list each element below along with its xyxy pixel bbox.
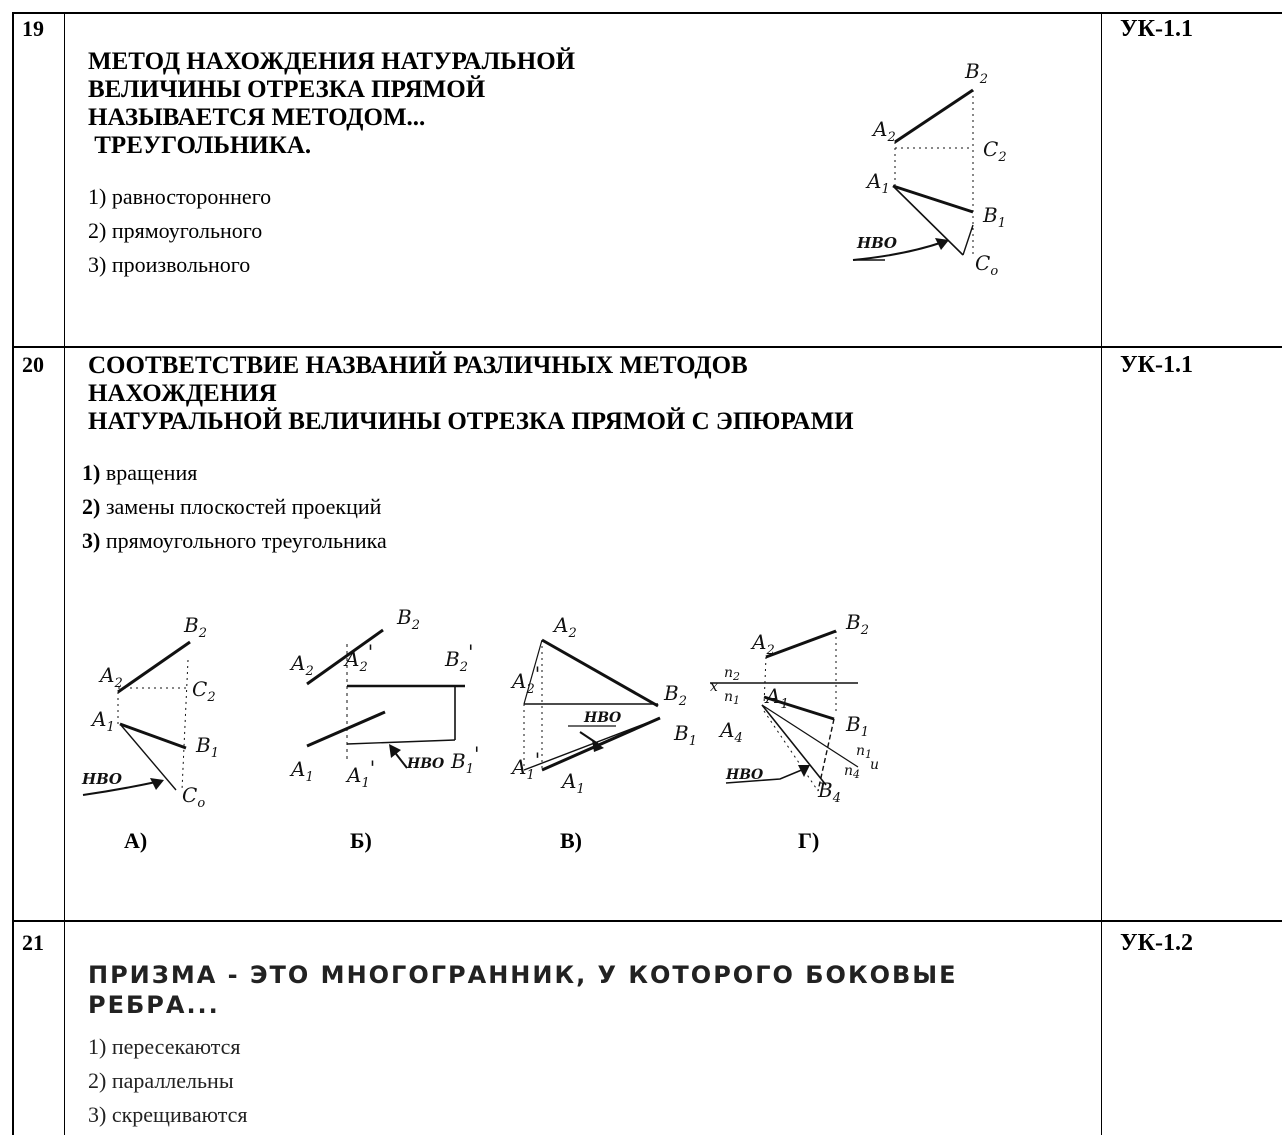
answer-option: 1) пересекаются [88, 1034, 241, 1059]
svg-text:B1: B1 [673, 721, 697, 749]
question-line: СООТВЕТСТВИЕ НАЗВАНИЙ РАЗЛИЧНЫХ МЕТОДОВ [88, 352, 748, 379]
svg-text:B2: B2 [964, 59, 988, 87]
question-number: 19 [22, 16, 44, 41]
diagram-b-plane-replacement: B2 A2 A2' B2' A1 A1' НВО B1' [289, 605, 479, 791]
competence-code: УК-1.1 [1120, 352, 1194, 378]
svg-text:B1': B1' [450, 742, 479, 777]
diagram-caption: Г) [798, 828, 820, 853]
svg-text:A1: A1 [289, 757, 314, 785]
svg-text:B2': B2' [444, 640, 473, 675]
svg-text:C2: C2 [983, 137, 1007, 165]
table-col-divider-1 [64, 12, 65, 1135]
svg-text:A2: A2 [98, 663, 123, 691]
svg-text:НВО: НВО [856, 234, 897, 252]
right-triangle-method-diagram: B2 A2 C2 A1 B1 НВО Co [852, 59, 1007, 279]
svg-text:A1': A1' [510, 748, 540, 783]
question-line: НАХОЖДЕНИЯ [88, 380, 277, 407]
answer-options: 1) равностороннего 2) прямоугольного 3) … [88, 180, 271, 282]
svg-text:A2: A2 [750, 630, 775, 658]
svg-text:B2: B2 [183, 613, 207, 641]
svg-text:B2: B2 [396, 605, 420, 633]
table-row-divider-2 [12, 920, 1282, 922]
answer-option: 3) прямоугольного треугольника [82, 528, 387, 553]
svg-text:u: u [870, 757, 879, 773]
svg-text:НВО: НВО [406, 756, 445, 772]
answer-option: 2) замены плоскостей проекций [82, 494, 382, 519]
diagram-caption: Б) [350, 828, 372, 853]
diagram-a-right-triangle: B2 A2 C2 A1 B1 НВО Co [81, 613, 219, 810]
svg-text:B2: B2 [845, 610, 869, 638]
svg-text:x: x [710, 679, 718, 695]
svg-text:A2: A2 [289, 651, 314, 679]
question-line: МЕТОД НАХОЖДЕНИЯ НАТУРАЛЬНОЙ [88, 48, 576, 75]
answer-option: 3) произвольного [88, 252, 251, 277]
answer-options: 1) вращения 2) замены плоскостей проекци… [82, 456, 387, 558]
svg-text:B4: B4 [817, 778, 841, 806]
answer-options: 1) пересекаются 2) параллельны 3) скрещи… [88, 1030, 248, 1132]
svg-text:B2: B2 [663, 681, 687, 709]
diagram-caption: А) [124, 828, 148, 853]
svg-text:Co: Co [182, 783, 205, 810]
question-text: ПРИЗМА - ЭТО МНОГОГРАННИК, У КОТОРОГО БО… [88, 960, 958, 1020]
question-line: ТРЕУГОЛЬНИКА. [88, 132, 312, 159]
diagram-d-plane-replacement: A2 B2 x п2 п1 A1 A4 B1 п1 п4 u НВО B4 [710, 610, 879, 806]
svg-text:A1: A1 [90, 707, 115, 735]
question-number: 21 [22, 930, 44, 955]
svg-text:п4: п4 [844, 763, 860, 781]
question-line: РЕБРА... [88, 991, 220, 1019]
answer-option: 1) вращения [82, 460, 198, 485]
diagram-caption: В) [560, 828, 582, 853]
question-text: СООТВЕТСТВИЕ НАЗВАНИЙ РАЗЛИЧНЫХ МЕТОДОВ … [88, 352, 854, 436]
question-text: МЕТОД НАХОЖДЕНИЯ НАТУРАЛЬНОЙ ВЕЛИЧИНЫ ОТ… [88, 48, 575, 160]
svg-text:A4: A4 [718, 718, 743, 746]
svg-text:НВО: НВО [81, 770, 122, 788]
table-row-divider-1 [12, 346, 1282, 348]
table-border-left [12, 12, 14, 1135]
answer-option: 3) скрещиваются [88, 1102, 248, 1127]
competence-code: УК-1.1 [1120, 16, 1194, 42]
question-line: НАЗЫВАЕТСЯ МЕТОДОМ... [88, 104, 426, 131]
svg-text:НВО: НВО [725, 767, 764, 783]
svg-text:A1: A1 [865, 169, 890, 197]
diagram-c-rotation: A2 A2' B2 НВО B1 A1' A1 [510, 613, 697, 797]
table-col-divider-2 [1101, 12, 1102, 1135]
table-border-top [12, 12, 1282, 14]
answer-option: 2) параллельны [88, 1068, 234, 1093]
svg-text:п1: п1 [724, 689, 740, 707]
svg-text:Co: Co [975, 251, 998, 279]
answer-option: 2) прямоугольного [88, 218, 263, 243]
question-line: ПРИЗМА - ЭТО МНОГОГРАННИК, У КОТОРОГО БО… [88, 961, 958, 989]
answer-option: 1) равностороннего [88, 184, 272, 209]
competence-code: УК-1.2 [1120, 930, 1194, 956]
svg-text:A1: A1 [560, 769, 585, 797]
svg-text:B1: B1 [195, 733, 219, 761]
svg-text:C2: C2 [192, 677, 216, 705]
svg-text:B1: B1 [845, 712, 869, 740]
svg-text:A2': A2' [510, 662, 540, 697]
svg-text:A1: A1 [764, 684, 789, 712]
question-line: ВЕЛИЧИНЫ ОТРЕЗКА ПРЯМОЙ [88, 76, 486, 103]
question-line: НАТУРАЛЬНОЙ ВЕЛИЧИНЫ ОТРЕЗКА ПРЯМОЙ С ЭП… [88, 408, 854, 435]
svg-text:A2: A2 [871, 117, 896, 145]
svg-text:A2: A2 [552, 613, 577, 641]
question-number: 20 [22, 352, 44, 377]
svg-text:A2': A2' [343, 640, 373, 675]
svg-text:п1: п1 [856, 743, 872, 761]
svg-text:A1': A1' [345, 756, 375, 791]
svg-text:п2: п2 [724, 665, 740, 683]
svg-text:НВО: НВО [583, 710, 622, 726]
svg-text:B1: B1 [982, 203, 1006, 231]
